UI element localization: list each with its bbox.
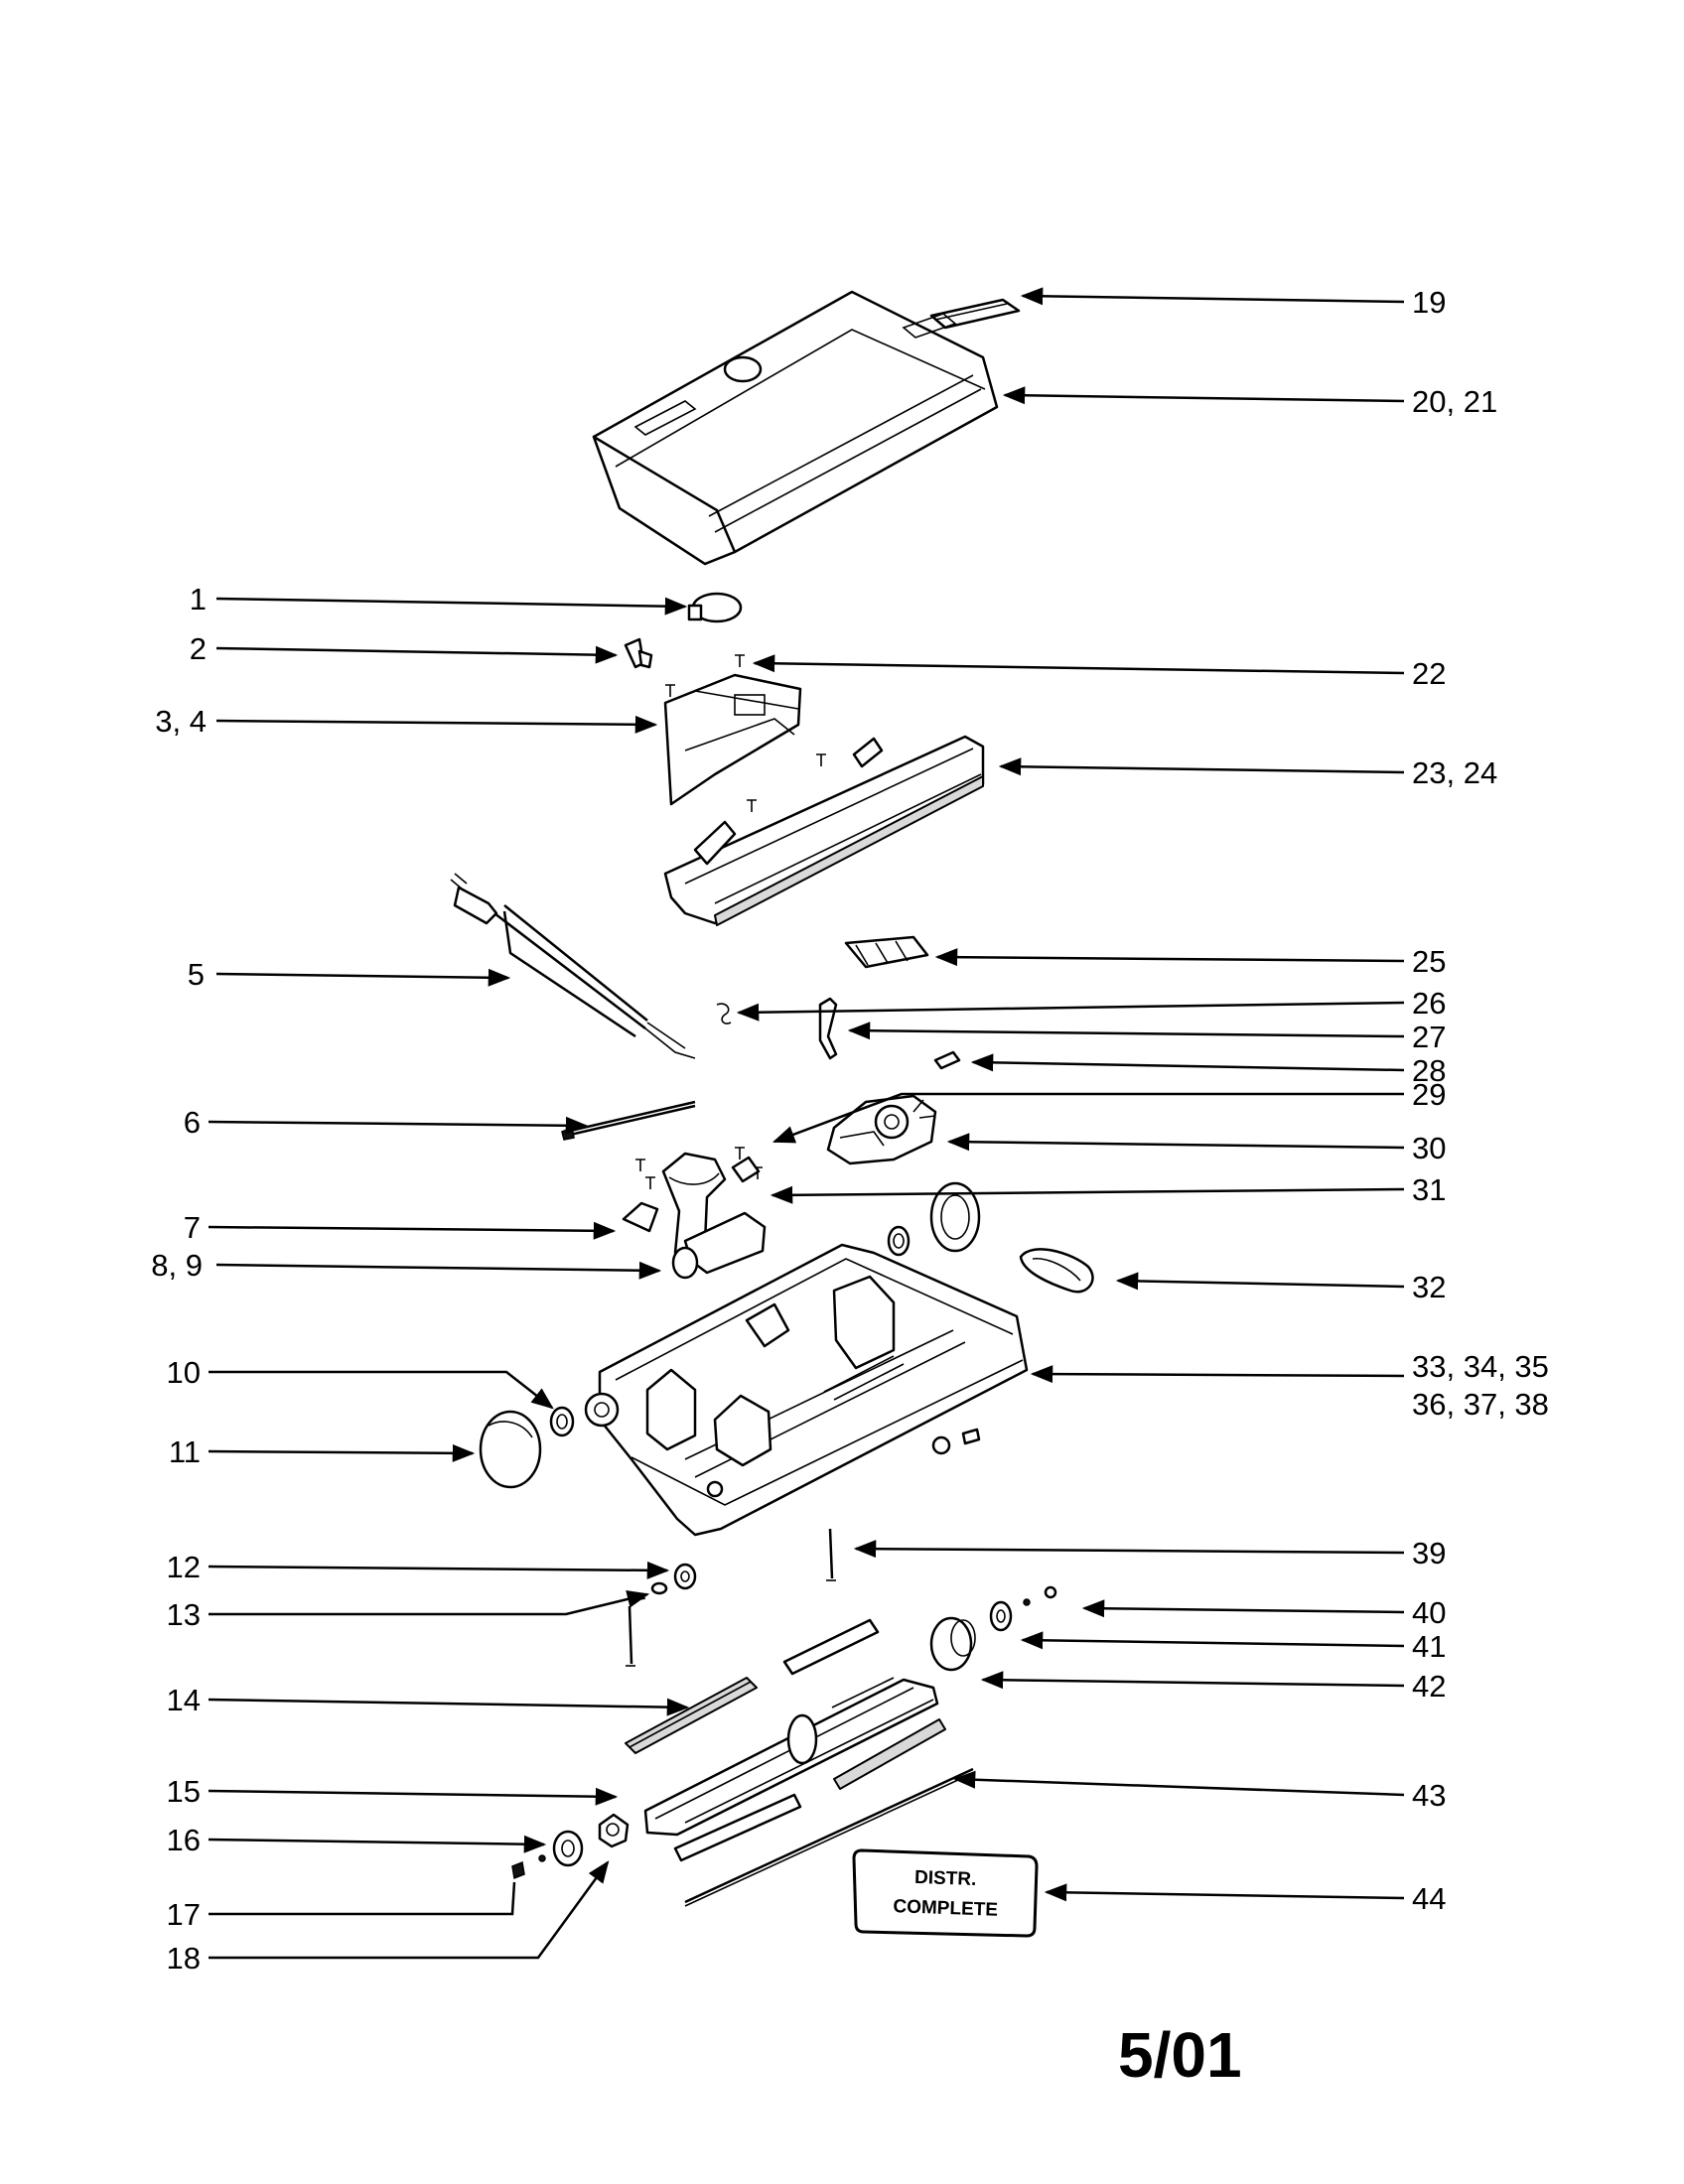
label-6: 6 xyxy=(184,1105,201,1140)
label-12: 12 xyxy=(167,1550,201,1584)
part-23-24-nozzle xyxy=(663,735,985,926)
brush-strip-right xyxy=(833,1718,946,1790)
label-10: 10 xyxy=(167,1355,201,1390)
label-29: 29 xyxy=(1412,1077,1446,1112)
label-5: 5 xyxy=(188,957,205,992)
part-17-spring xyxy=(511,1854,546,1880)
part-13-clip xyxy=(634,1581,668,1601)
label-41: 41 xyxy=(1412,1629,1446,1664)
label-27: 27 xyxy=(1412,1020,1446,1054)
label-14: 14 xyxy=(167,1683,201,1717)
part-27-hook xyxy=(818,997,838,1060)
part-33-38-base xyxy=(584,1243,1029,1537)
label-19: 19 xyxy=(1412,285,1446,320)
label-18: 18 xyxy=(167,1941,201,1976)
label-31: 31 xyxy=(1412,1172,1446,1207)
label-16: 16 xyxy=(167,1823,201,1857)
part-3-4-housing xyxy=(663,673,802,806)
label-44: 44 xyxy=(1412,1881,1446,1916)
part-32-belt xyxy=(1019,1248,1094,1294)
label-32: 32 xyxy=(1412,1270,1446,1304)
label-30: 30 xyxy=(1412,1131,1446,1165)
part-12-washer xyxy=(673,1563,697,1590)
part-8-9-swivel xyxy=(661,1152,767,1280)
part-42-bearing xyxy=(929,1616,976,1672)
label-39: 39 xyxy=(1412,1536,1446,1570)
part-14-brush-strip xyxy=(625,1677,758,1754)
label-8-9: 8, 9 xyxy=(151,1248,203,1283)
part-18-end-cap xyxy=(598,1813,630,1848)
part-39-pin xyxy=(826,1528,836,1581)
part-1-bulb xyxy=(687,592,743,623)
label-43: 43 xyxy=(1412,1778,1446,1813)
label-1: 1 xyxy=(190,582,207,616)
label-28: 28 xyxy=(1412,1053,1446,1088)
part-15-brush-roll xyxy=(643,1677,939,1837)
badge-line2: COMPLETE xyxy=(893,1896,998,1921)
part-20-21-top-cover xyxy=(592,290,999,566)
label-20-21: 20, 21 xyxy=(1412,384,1497,419)
part-2-bracket xyxy=(624,637,653,669)
part-30-motor xyxy=(826,1094,937,1165)
label-3-4: 3, 4 xyxy=(155,704,207,739)
part-41-ring xyxy=(989,1600,1013,1632)
part-40-dot xyxy=(1023,1585,1057,1606)
part-16-washer xyxy=(552,1830,584,1867)
label-26: 26 xyxy=(1412,986,1446,1021)
part-10-washer xyxy=(549,1406,575,1437)
label-2: 2 xyxy=(190,631,207,666)
leader-lines xyxy=(208,287,1405,1960)
part-26-clip xyxy=(716,1003,732,1024)
part-44-distr-badge: DISTR. COMPLETE xyxy=(852,1848,1039,1938)
label-7: 7 xyxy=(184,1210,201,1245)
part-11-wheel xyxy=(479,1410,542,1489)
label-13: 13 xyxy=(167,1597,201,1632)
part-6-rod xyxy=(561,1100,696,1141)
label-36-38: 36, 37, 38 xyxy=(1412,1387,1549,1422)
part-5-cord xyxy=(450,873,696,1059)
upper-cover-strip xyxy=(782,1618,880,1676)
label-33-35: 33, 34, 35 xyxy=(1412,1349,1549,1384)
callout-labels: 1 2 3, 4 5 6 7 8, 9 10 11 12 13 14 15 16… xyxy=(151,285,1549,1976)
label-15: 15 xyxy=(167,1774,201,1809)
label-11: 11 xyxy=(169,1434,201,1469)
label-42: 42 xyxy=(1412,1669,1446,1704)
pin-left xyxy=(626,1605,635,1667)
part-43-rod xyxy=(684,1767,974,1907)
part-31-pin xyxy=(731,1156,761,1183)
revision-date: 5/01 xyxy=(1118,2019,1242,2091)
label-17: 17 xyxy=(167,1897,201,1932)
label-22: 22 xyxy=(1412,656,1446,691)
part-28-cylinder xyxy=(933,1050,961,1070)
part-25-pad xyxy=(844,935,929,969)
lower-strip xyxy=(673,1793,802,1862)
label-40: 40 xyxy=(1412,1595,1446,1630)
pulley-ring xyxy=(887,1181,981,1257)
part-7-plate xyxy=(622,1201,659,1233)
label-23-24: 23, 24 xyxy=(1412,755,1497,790)
label-25: 25 xyxy=(1412,944,1446,979)
badge-line1: DISTR. xyxy=(914,1867,977,1890)
